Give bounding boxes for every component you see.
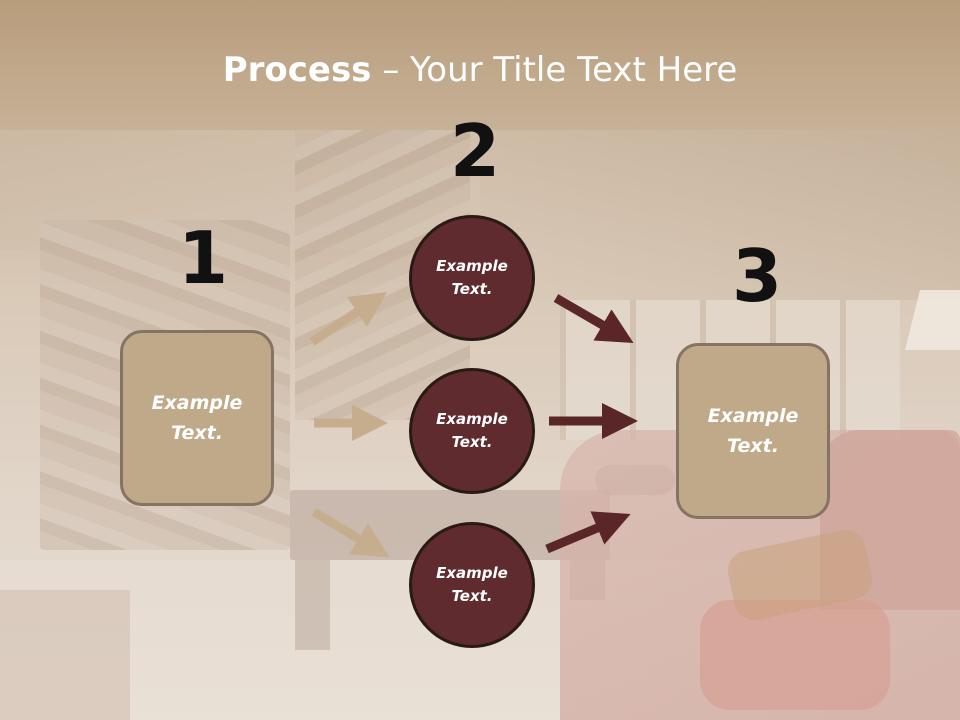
step-1-text-line1: Example xyxy=(151,392,243,414)
background-ceiling-right xyxy=(480,130,960,300)
circle-text-line2: Text. xyxy=(451,587,493,605)
background-table-leg xyxy=(295,560,330,650)
circle-text-line1: Example xyxy=(436,564,508,582)
step-3-text-line1: Example xyxy=(707,405,799,427)
step-1-box[interactable]: Example Text. xyxy=(120,330,274,506)
step-3-box[interactable]: Example Text. xyxy=(676,343,830,519)
circle-text-line2: Text. xyxy=(451,280,493,298)
background-rug xyxy=(0,590,130,720)
arrow-2-to-3-bottom xyxy=(545,511,631,554)
arrow-2-to-3-top xyxy=(553,294,634,344)
circle-text-line1: Example xyxy=(436,410,508,428)
circle-text-line2: Text. xyxy=(451,433,493,451)
step-2-circle-bottom[interactable]: Example Text. xyxy=(409,522,535,648)
circle-text-line1: Example xyxy=(436,257,508,275)
arrow-1-to-2-bottom xyxy=(311,508,390,558)
step-3-text-line2: Text. xyxy=(727,435,779,457)
step-2-circle-middle[interactable]: Example Text. xyxy=(409,368,535,494)
title-rest-text: – Your Title Text Here xyxy=(371,50,738,90)
step-1-text-line2: Text. xyxy=(171,422,223,444)
arrow-1-to-2-top xyxy=(309,292,387,346)
step-number-1: 1 xyxy=(178,216,229,300)
step-number-2: 2 xyxy=(450,109,501,193)
title-bold-text: Process xyxy=(222,50,372,90)
slide-title[interactable]: Process – Your Title Text Here xyxy=(0,50,960,90)
step-number-3: 3 xyxy=(732,234,783,318)
step-2-circle-top[interactable]: Example Text. xyxy=(409,215,535,341)
background-pillow xyxy=(700,600,890,710)
